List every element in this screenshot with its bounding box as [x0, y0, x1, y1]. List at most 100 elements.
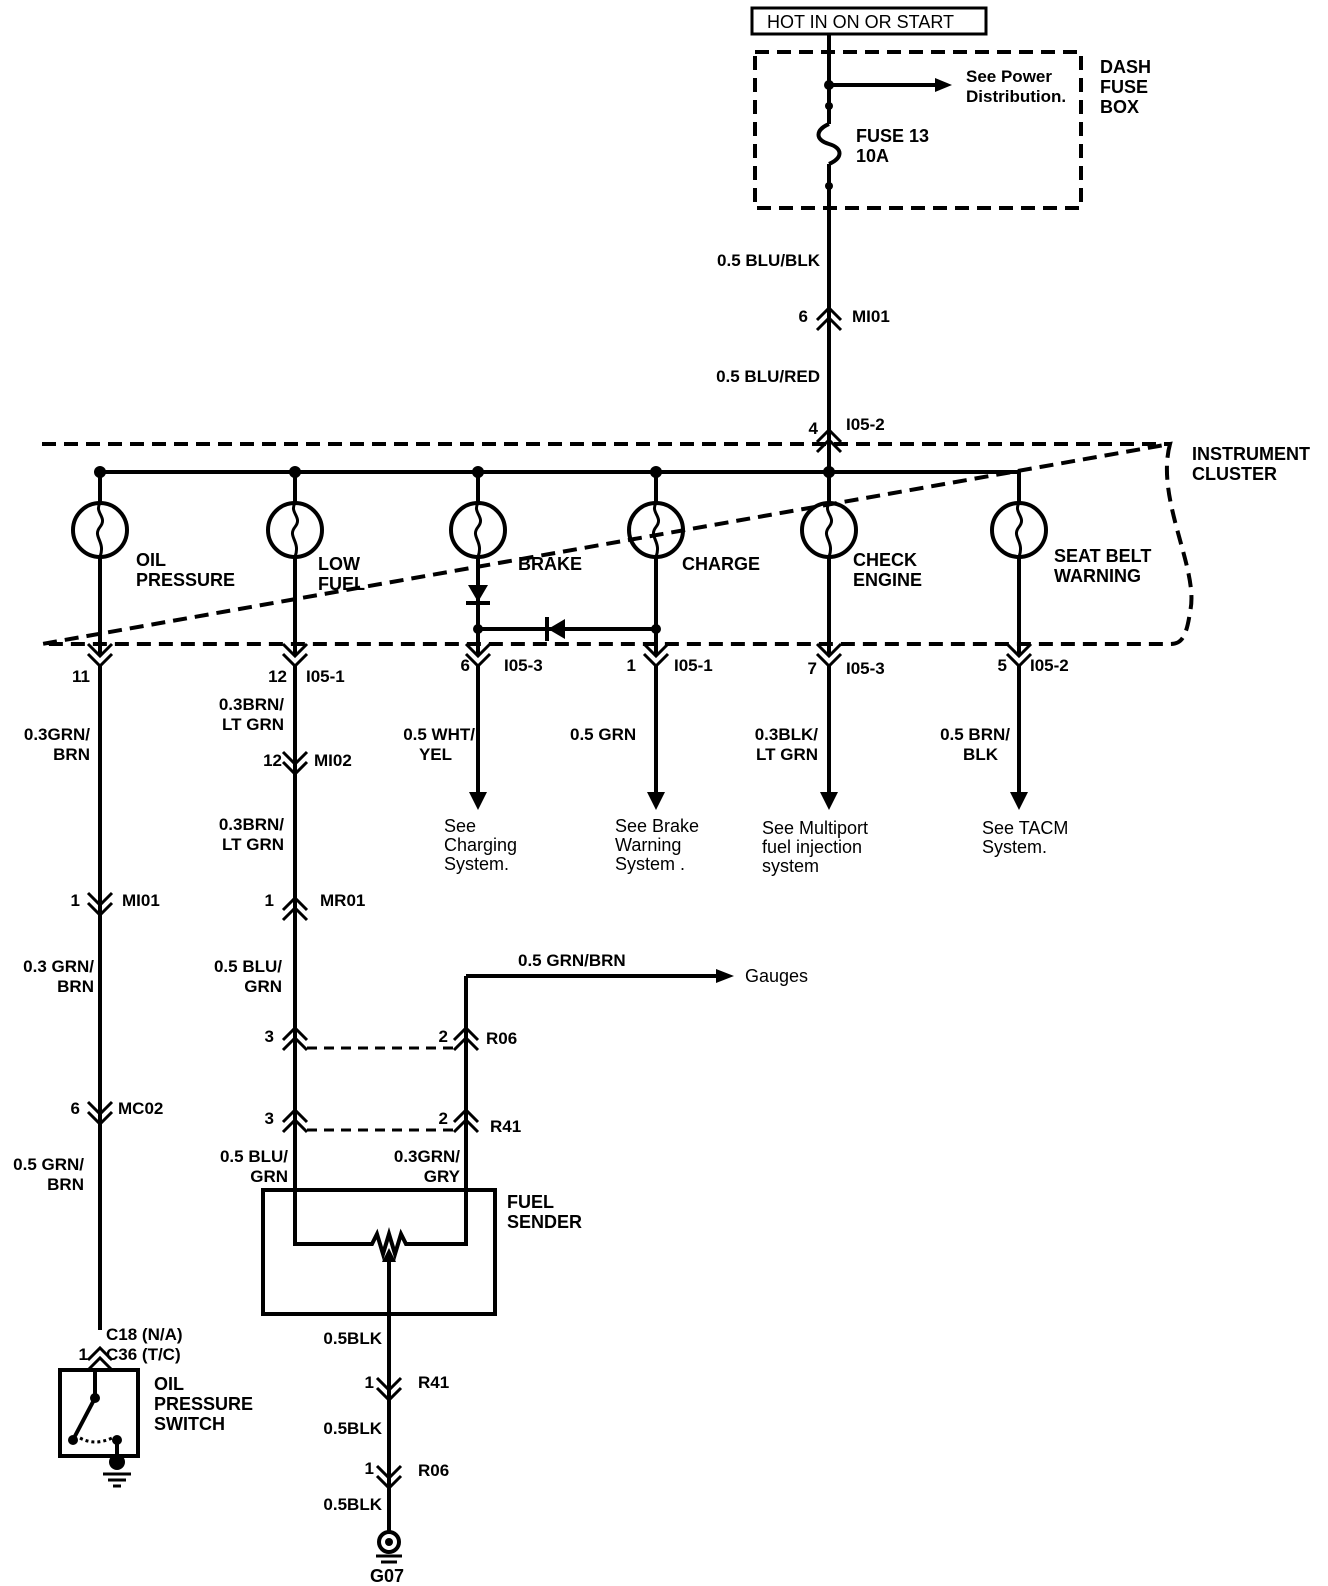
r41-pin-b: 2: [439, 1109, 448, 1128]
branch-wire-2: BLK: [963, 745, 999, 764]
resistor-icon: [293, 1190, 468, 1261]
wiper-arrow-icon: [382, 1248, 396, 1262]
fuel-sender-title-1: FUEL: [507, 1192, 554, 1212]
cluster-conn: I05-2: [846, 415, 885, 434]
output-pin: 7: [808, 659, 817, 678]
r41-name: R41: [490, 1117, 521, 1136]
fuel-wire-1b: LT GRN: [222, 715, 284, 734]
branch-see-2: Warning: [615, 835, 681, 855]
connector-up-icon: [281, 895, 309, 922]
fuse-label-1: FUSE 13: [856, 126, 929, 146]
r06-name: R06: [486, 1029, 517, 1048]
oil-switch-title-2: PRESSURE: [154, 1394, 253, 1414]
oil-c1-pin: 1: [71, 891, 80, 910]
connector-down-icon: [281, 750, 309, 777]
branch-wire-1: 0.5 WHT/: [403, 725, 475, 744]
branch-see-2: fuel injection: [762, 837, 862, 857]
oil-wire-3b: BRN: [47, 1175, 84, 1194]
oil-c2-pin: 6: [71, 1099, 80, 1118]
feed-conn-name: MI01: [852, 307, 890, 326]
branch-brake-warning: 0.5 GRN See Brake Warning System .: [570, 666, 699, 874]
bulb-icon: [95, 502, 105, 558]
branch-see-3: System.: [444, 854, 509, 874]
branch-wire-1: 0.3BLK/: [755, 725, 819, 744]
oil-switch-title-3: SWITCH: [154, 1414, 225, 1434]
lamp-label-1: BRAKE: [518, 554, 582, 574]
branch-see-1: See: [444, 816, 476, 836]
output-conn: I05-1: [674, 656, 713, 675]
branch-see-2: Charging: [444, 835, 517, 855]
connector-down-icon: [86, 891, 114, 918]
oil-c1-name: MI01: [122, 891, 160, 910]
branch-tacm: 0.5 BRN/ BLK See TACM System.: [940, 666, 1068, 857]
output-conn: I05-3: [504, 656, 543, 675]
diode-icon: [468, 585, 488, 602]
arrow-down-icon: [820, 792, 838, 810]
ground-icon: [377, 1530, 401, 1554]
branch-fuel-injection: 0.3BLK/ LT GRN See Multiport fuel inject…: [755, 666, 868, 876]
ground-wire-3: 0.5BLK: [323, 1495, 382, 1514]
oil-wire-1a: 0.3GRN/: [24, 725, 90, 744]
fuel-wire-5b: GRY: [424, 1167, 461, 1186]
lamp-label-1: CHARGE: [682, 554, 760, 574]
oil-switch-title-1: OIL: [154, 1374, 184, 1394]
output-conn: I05-1: [306, 667, 345, 686]
output-pin: 5: [998, 656, 1007, 675]
diode-icon: [548, 619, 565, 639]
oil-pressure-circuit: 0.3GRN/ BRN 1 MI01 0.3 GRN/ BRN 6 MC02 0…: [13, 666, 253, 1488]
branch-see-3: system: [762, 856, 819, 876]
lamp-label-1: SEAT BELT: [1054, 546, 1151, 566]
bulb-icon: [824, 502, 834, 558]
output-pin: 6: [461, 656, 470, 675]
lamp-label-1: OIL: [136, 550, 166, 570]
output-pin: 11: [72, 667, 90, 686]
ground-c1-name: R41: [418, 1373, 449, 1392]
oil-wire-2b: BRN: [57, 977, 94, 996]
oil-wire-1b: BRN: [53, 745, 90, 764]
connector-down-icon: [86, 1100, 114, 1127]
fuel-wire-3a: 0.5 BLU/: [214, 957, 282, 976]
connector-up-icon: [281, 1107, 309, 1134]
fuse-box-title-2: FUSE: [1100, 77, 1148, 97]
fuse-icon: [816, 122, 842, 166]
connector-up-icon: [281, 1025, 309, 1052]
branch-see-1: See Brake: [615, 816, 699, 836]
fuel-c2-pin: 1: [265, 891, 274, 910]
branch-charging: 0.5 WHT/ YEL See Charging System.: [403, 666, 517, 874]
feed-wire-2: 0.5 BLU/RED: [716, 367, 820, 386]
fuse-box-title-1: DASH: [1100, 57, 1151, 77]
branch-see-2: System.: [982, 837, 1047, 857]
fuel-wire-2a: 0.3BRN/: [219, 815, 284, 834]
bulb-icon: [290, 502, 300, 558]
connector-up-icon: [452, 1025, 480, 1052]
lamp-brake: BRAKE: [449, 472, 661, 654]
lamp-low-fuel: LOW FUEL: [266, 472, 365, 654]
connector-up-icon: [815, 305, 843, 332]
see-power-1: See Power: [966, 67, 1052, 86]
output-conn: I05-2: [1030, 656, 1069, 675]
fuse-label-2: 10A: [856, 146, 889, 166]
arrow-down-icon: [469, 792, 487, 810]
lamp-label-1: CHECK: [853, 550, 917, 570]
oil-pressure-switch: [58, 1368, 140, 1458]
cluster-title-2: CLUSTER: [1192, 464, 1277, 484]
lamp-seat-belt-warning: SEAT BELT WARNING: [990, 501, 1151, 654]
hot-label: HOT IN ON OR START: [767, 12, 954, 32]
cluster-title-1: INSTRUMENT: [1192, 444, 1310, 464]
ground-c2-pin: 1: [365, 1459, 374, 1478]
lamp-check-engine: CHECK ENGINE: [800, 472, 922, 654]
feed-conn-pin: 6: [799, 307, 808, 326]
fuel-sender-circuit: 0.3BRN/ LT GRN 12 MI02 0.3BRN/ LT GRN 1 …: [214, 666, 808, 1586]
branch-wire-2: LT GRN: [756, 745, 818, 764]
hot-label-box: HOT IN ON OR START: [750, 6, 988, 36]
oil-wire-2a: 0.3 GRN/: [23, 957, 94, 976]
dash-fuse-box: DASH FUSE BOX See Power Distribution. FU…: [753, 34, 1151, 210]
oil-sw-c1: C18 (N/A): [106, 1325, 183, 1344]
lamp-label-2: WARNING: [1054, 566, 1141, 586]
oil-c2-name: MC02: [118, 1099, 163, 1118]
bulb-icon: [473, 502, 483, 558]
output-connectors: 11 12 I05-1 6 I05-3 1 I05-1 7 I05-3 5 I0…: [72, 642, 1069, 686]
fuel-c2-name: MR01: [320, 891, 365, 910]
lamp-label-2: ENGINE: [853, 570, 922, 590]
